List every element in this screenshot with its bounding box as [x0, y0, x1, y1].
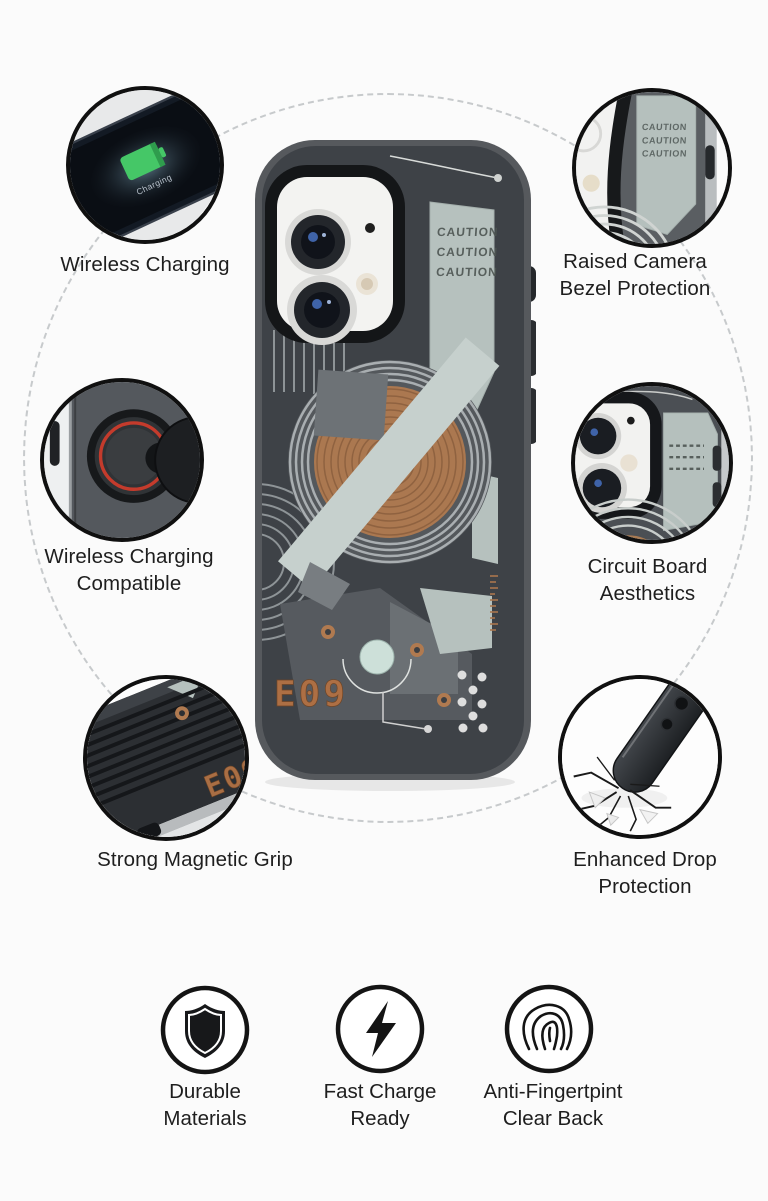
label-raised-camera-line1: Raised Camera	[563, 250, 707, 273]
circuit-board-photo	[575, 386, 729, 540]
caution-text-3: CAUTION	[436, 265, 499, 279]
caution-detail-1: CAUTION	[642, 122, 688, 132]
camera-module-detail	[575, 391, 662, 519]
phone-side-button	[49, 421, 60, 466]
camera-module	[265, 165, 405, 345]
label-drop-protection: Enhanced Drop Protection	[530, 846, 760, 900]
camera-lens-top	[285, 209, 351, 275]
label-wireless-compatible-line2: Compatible	[76, 572, 182, 595]
callout-circle-magnetic-grip: E09	[83, 675, 249, 841]
side-microtext	[490, 575, 498, 631]
falling-phone-corner	[612, 679, 718, 793]
fast-charge-feature	[334, 983, 426, 1075]
label-drop-protection-line2: Protection	[598, 875, 692, 898]
copper-screws	[321, 625, 451, 707]
label-fast-charge: Fast Charge Ready	[295, 1078, 465, 1132]
phone-case-art: CAUTION CAUTION CAUTION	[255, 140, 538, 791]
callout-circle-drop-protection	[558, 675, 722, 839]
lightning-icon	[335, 984, 425, 1074]
dashed-guide-circle	[23, 93, 753, 823]
camera-mic-dot	[365, 223, 375, 233]
label-raised-camera-line2: Bezel Protection	[559, 277, 711, 300]
label-circuit-board: Circuit Board Aesthetics	[535, 553, 760, 607]
label-durable-materials: Durable Materials	[120, 1078, 290, 1132]
charging-coil	[278, 337, 500, 610]
label-anti-fingerprint-line1: Anti-Fingertpint	[483, 1080, 623, 1103]
caution-text-1: CAUTION	[437, 225, 500, 239]
camera-lens-bottom	[287, 275, 357, 345]
callout-circle-magsafe-ring	[40, 378, 204, 542]
label-fast-charge-line1: Fast Charge	[323, 1080, 437, 1103]
anti-fingerprint-feature	[503, 983, 595, 1075]
phone-case-product-image: CAUTION CAUTION CAUTION	[240, 132, 538, 796]
label-circuit-board-line2: Aesthetics	[599, 582, 696, 605]
dot-grid	[457, 670, 488, 733]
label-circuit-board-line1: Circuit Board	[587, 555, 708, 578]
trace-dot	[494, 174, 502, 182]
magsafe-ring-photo	[44, 382, 200, 538]
label-wireless-compatible-line1: Wireless Charging	[44, 545, 214, 568]
debris-shards	[588, 791, 659, 827]
label-anti-fingerprint-line2: Clear Back	[502, 1107, 604, 1130]
callout-circle-circuit-board	[571, 382, 733, 544]
label-raised-camera: Raised Camera Bezel Protection	[520, 248, 750, 302]
fingerprint-icon	[504, 984, 594, 1074]
camera-flash-inner	[361, 278, 373, 290]
shield-icon	[160, 985, 250, 1075]
label-durable-line2: Materials	[163, 1107, 247, 1130]
caution-detail-2: CAUTION	[642, 135, 688, 145]
caution-text-2: CAUTION	[436, 245, 499, 259]
magnetic-grip-photo: E09	[87, 679, 245, 837]
label-drop-protection-line1: Enhanced Drop	[573, 848, 717, 871]
wireless-charging-photo: Charging	[70, 90, 220, 240]
label-wireless-charging: Wireless Charging	[60, 253, 230, 276]
trace-line	[389, 155, 499, 179]
battery-icon	[120, 141, 167, 181]
callout-circle-raised-camera: CAUTION CAUTION CAUTION	[572, 88, 732, 248]
sage-stripe	[278, 337, 500, 590]
magsafe-ring-mount	[86, 409, 200, 504]
label-fast-charge-line2: Ready	[350, 1107, 410, 1130]
label-durable-line1: Durable	[169, 1080, 241, 1103]
gray-chip	[313, 369, 389, 441]
durable-materials-feature	[159, 984, 251, 1076]
label-magnetic-grip: Strong Magnetic Grip	[97, 848, 293, 871]
model-badge: E09	[274, 674, 348, 715]
label-wireless-compatible: Wireless Charging Compatible	[14, 543, 244, 597]
raised-camera-photo: CAUTION CAUTION CAUTION	[576, 92, 728, 244]
drop-protection-photo	[562, 679, 718, 835]
mint-button	[342, 639, 432, 733]
label-anti-fingerprint: Anti-Fingertpint Clear Back	[458, 1078, 648, 1132]
callout-circle-wireless-charging: Charging	[66, 86, 224, 244]
caution-detail-3: CAUTION	[642, 149, 688, 159]
